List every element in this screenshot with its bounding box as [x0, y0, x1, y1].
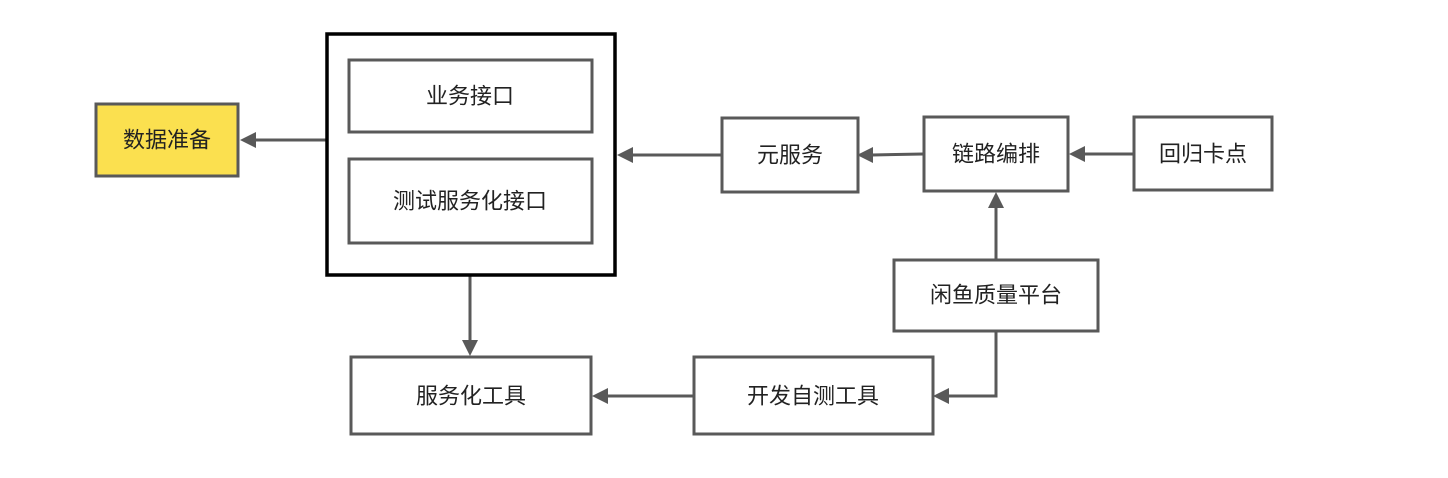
node-service-tool-box	[349, 355, 593, 436]
node-self-test-tool: 开发自测工具	[692, 355, 935, 436]
arrowhead-service-tool-top	[462, 340, 478, 356]
edge-chain-to-meta-service	[871, 152, 924, 157]
edge-platform-to-self-test	[948, 332, 998, 398]
nodes: 数据准备 业务接口 测试服务化接口 元服务 链路编排	[94, 32, 1274, 436]
node-quality-platform: 闲鱼质量平台	[892, 258, 1100, 333]
arrowhead-self-test	[933, 388, 949, 404]
node-self-test-tool-label: 开发自测工具	[747, 385, 879, 410]
arrowhead-data-prep	[240, 132, 256, 148]
arrowhead-chain-right	[1069, 146, 1085, 162]
node-chain-orchestration: 链路编排	[922, 115, 1070, 193]
node-regression-checkpoint: 回归卡点	[1132, 115, 1274, 192]
node-meta-service: 元服务	[720, 116, 860, 194]
node-regression-checkpoint-box	[1132, 115, 1274, 192]
node-business-api: 业务接口	[347, 58, 594, 134]
arrowhead-service-tool-right	[592, 388, 608, 404]
node-data-prep-label: 数据准备	[123, 129, 211, 154]
arrowhead-chain-bottom	[988, 192, 1004, 208]
node-self-test-tool-box	[692, 355, 935, 436]
arrowhead-meta-service	[857, 147, 873, 163]
node-test-service-api: 测试服务化接口	[347, 157, 594, 245]
node-meta-service-box	[720, 116, 860, 194]
node-test-service-api-box	[347, 157, 594, 245]
edges	[240, 132, 1133, 404]
node-service-tool: 服务化工具	[349, 355, 593, 436]
node-business-api-label: 业务接口	[426, 85, 514, 110]
node-service-tool-label: 服务化工具	[416, 385, 526, 410]
interface-group: 业务接口 测试服务化接口	[325, 32, 617, 277]
node-test-service-api-label: 测试服务化接口	[393, 190, 547, 215]
arrowhead-group-right	[617, 147, 633, 163]
node-quality-platform-label: 闲鱼质量平台	[930, 284, 1062, 309]
node-regression-checkpoint-label: 回归卡点	[1159, 143, 1247, 168]
node-chain-orchestration-box	[922, 115, 1070, 193]
node-quality-platform-box	[892, 258, 1100, 333]
node-meta-service-label: 元服务	[757, 144, 823, 169]
node-data-prep-box	[94, 102, 240, 178]
node-data-prep: 数据准备	[94, 102, 240, 178]
node-business-api-box	[347, 58, 594, 134]
node-chain-orchestration-label: 链路编排	[952, 143, 1040, 168]
